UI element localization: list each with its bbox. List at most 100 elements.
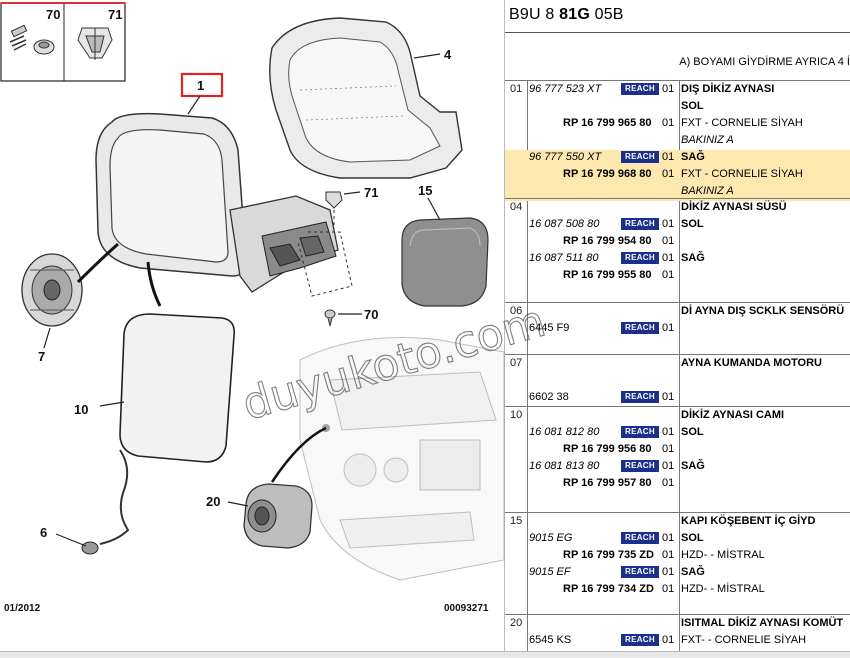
part-description: HZD- - MİSTRAL	[681, 583, 765, 595]
part-row[interactable]: SOL	[505, 99, 850, 116]
column-divider	[679, 80, 680, 658]
part-number[interactable]: 6602 38	[529, 391, 569, 403]
replacement-part-number[interactable]: RP 16 799 735 ZD	[563, 549, 654, 561]
quantity: 01	[662, 168, 675, 180]
group-number: 15	[510, 515, 523, 527]
ref-bold: 81G	[559, 6, 590, 23]
part-row[interactable]	[505, 373, 850, 390]
replacement-part-number[interactable]: RP 16 799 734 ZD	[563, 583, 654, 595]
part-row[interactable]: AYNA KUMANDA MOTORU	[505, 356, 850, 373]
quantity: 01	[662, 117, 675, 129]
replacement-part-number[interactable]: RP 16 799 955 80	[563, 269, 652, 281]
parts-group	[505, 614, 850, 615]
painting-note: A) BOYAMI GİYDİRME AYRICA 4 İ	[679, 56, 850, 68]
callout-20: 20	[206, 494, 220, 509]
part-description: DIŞ DİKİZ AYNASI	[681, 83, 775, 95]
part-row[interactable]: DİKİZ AYNASI SÜSÜ	[505, 200, 850, 217]
part-description: SAĞ	[681, 566, 705, 578]
screw-icon	[9, 24, 55, 55]
replacement-part-number[interactable]: RP 16 799 954 80	[563, 235, 652, 247]
date-code: 01/2012	[4, 603, 41, 614]
part-row[interactable]: RP 16 799 965 80 01 FXT - CORNELIE SİYAH	[505, 116, 850, 133]
ref-suffix: 05B	[589, 6, 624, 23]
part-row[interactable]: ISITMAL DİKİZ AYNASI KOMÜT	[505, 616, 850, 633]
part-row[interactable]: Dİ AYNA DIŞ SCKLK SENSÖRÜ	[505, 304, 850, 321]
quantity: 01	[662, 218, 675, 230]
part-number[interactable]: 16 087 511 80	[529, 252, 599, 264]
replacement-part-number[interactable]: RP 16 799 965 80	[563, 117, 652, 129]
part-number[interactable]: 96 777 550 XT	[529, 151, 602, 163]
quantity: 01	[662, 634, 675, 646]
part-number[interactable]: 6545 KS	[529, 634, 572, 646]
part-description: SOL	[681, 100, 704, 112]
corner-trim-drawing	[401, 217, 489, 307]
group-number: 07	[510, 357, 523, 369]
group-number: 06	[510, 305, 523, 317]
quantity: 01	[662, 566, 675, 578]
callout-1: 1	[197, 78, 204, 93]
clip-icon	[77, 27, 113, 60]
part-number[interactable]: 16 081 813 80	[529, 460, 600, 472]
column-divider	[527, 80, 528, 658]
part-row[interactable]: BAKINIZ A	[505, 133, 850, 150]
part-description: BAKINIZ A	[681, 134, 734, 146]
parts-group	[505, 354, 850, 355]
part-number[interactable]: 16 087 508 80	[529, 218, 600, 230]
part-row[interactable]: RP 16 799 956 80 01	[505, 442, 850, 459]
callout-70-inset: 70	[46, 7, 60, 22]
drawing-number: 00093271	[444, 603, 489, 614]
reach-badge: REACH	[621, 532, 659, 544]
replacement-part-number[interactable]: RP 16 799 956 80	[563, 443, 652, 455]
part-row[interactable]: BAKINIZ A	[505, 184, 850, 201]
part-description: FXT - CORNELIE SİYAH	[681, 117, 803, 129]
parts-group	[505, 406, 850, 407]
callout-1-highlight	[180, 72, 224, 98]
part-number[interactable]: 16 081 812 80	[529, 426, 600, 438]
part-number[interactable]: 9015 EG	[529, 532, 573, 544]
part-description: FXT - CORNELIE SİYAH	[681, 168, 803, 180]
reach-badge: REACH	[621, 566, 659, 578]
part-description: SAĞ	[681, 151, 705, 163]
part-row[interactable]: DİKİZ AYNASI CAMI	[505, 408, 850, 425]
part-row[interactable]: KAPI KÖŞEBENT İÇ GİYD	[505, 514, 850, 531]
part-number[interactable]: 6445 F9	[529, 322, 570, 334]
quantity: 01	[662, 83, 675, 95]
callout-6: 6	[40, 525, 47, 540]
group-number: 10	[510, 409, 523, 421]
part-row[interactable]: RP 16 799 734 ZD 01 HZD- - MİSTRAL	[505, 582, 850, 599]
replacement-part-number[interactable]: RP 16 799 968 80	[563, 168, 652, 180]
parts-group	[505, 302, 850, 303]
replacement-part-number[interactable]: RP 16 799 957 80	[563, 477, 652, 489]
reach-badge: REACH	[621, 634, 659, 646]
part-description: SOL	[681, 218, 704, 230]
parts-group	[505, 198, 850, 199]
quantity: 01	[662, 443, 675, 455]
mirror-switch-drawing	[243, 483, 313, 549]
reference-code: B9U 8 81G 05B	[509, 6, 624, 24]
callout-15: 15	[418, 183, 432, 198]
callout-71-inset: 71	[108, 7, 122, 22]
reach-badge: REACH	[621, 252, 659, 264]
parts-group	[505, 512, 850, 513]
quantity: 01	[662, 549, 675, 561]
part-number[interactable]: 9015 EF	[529, 566, 571, 578]
reach-badge: REACH	[621, 391, 659, 403]
part-row[interactable]: RP 16 799 968 80 01 FXT - CORNELIE SİYAH	[505, 167, 850, 184]
part-number[interactable]: 96 777 523 XT	[529, 83, 602, 95]
quantity: 01	[662, 583, 675, 595]
